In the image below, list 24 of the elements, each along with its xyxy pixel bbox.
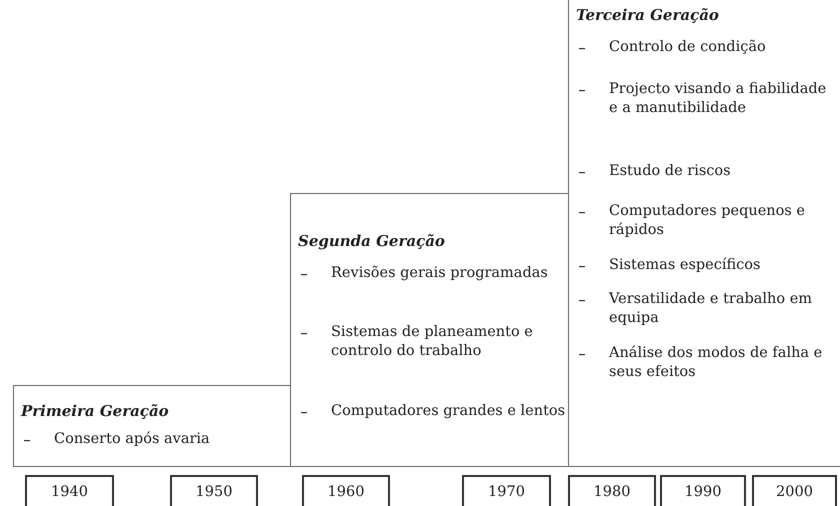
list-item: Projecto visando a fiabilidade e a manutibilidade — [609, 80, 828, 118]
list-item: Sistemas específicos — [609, 256, 762, 275]
generation-step-box — [13, 385, 291, 467]
year-box: 1990 — [660, 475, 746, 506]
list-item: Conserto após avaria — [54, 430, 211, 449]
list-item: Versatilidade e trabalho em equipa — [609, 290, 814, 328]
list-item: Análise dos modos de falha e seus efeitos — [609, 344, 824, 382]
generation-heading: Terceira Geração — [576, 6, 719, 24]
list-item: Computadores grandes e lentos — [331, 402, 566, 421]
generation-heading: Primeira Geração — [21, 402, 169, 420]
generation-step-box — [290, 193, 569, 467]
generation-heading: Segunda Geração — [298, 232, 445, 250]
list-item: Revisões gerais programadas — [331, 264, 549, 283]
generation-step-box — [568, 0, 840, 467]
list-item: Computadores pequenos e rápidos — [609, 202, 806, 240]
year-box: 1960 — [302, 475, 390, 506]
year-box: 1970 — [462, 475, 551, 506]
list-item: Controlo de condição — [609, 38, 767, 57]
year-box: 1980 — [568, 475, 656, 506]
year-box: 1950 — [170, 475, 258, 506]
year-box: 2000 — [752, 475, 837, 506]
list-item: Estudo de riscos — [609, 162, 732, 181]
year-box: 1940 — [25, 475, 114, 506]
list-item: Sistemas de planeamento e controlo do trabalho — [331, 323, 534, 360]
